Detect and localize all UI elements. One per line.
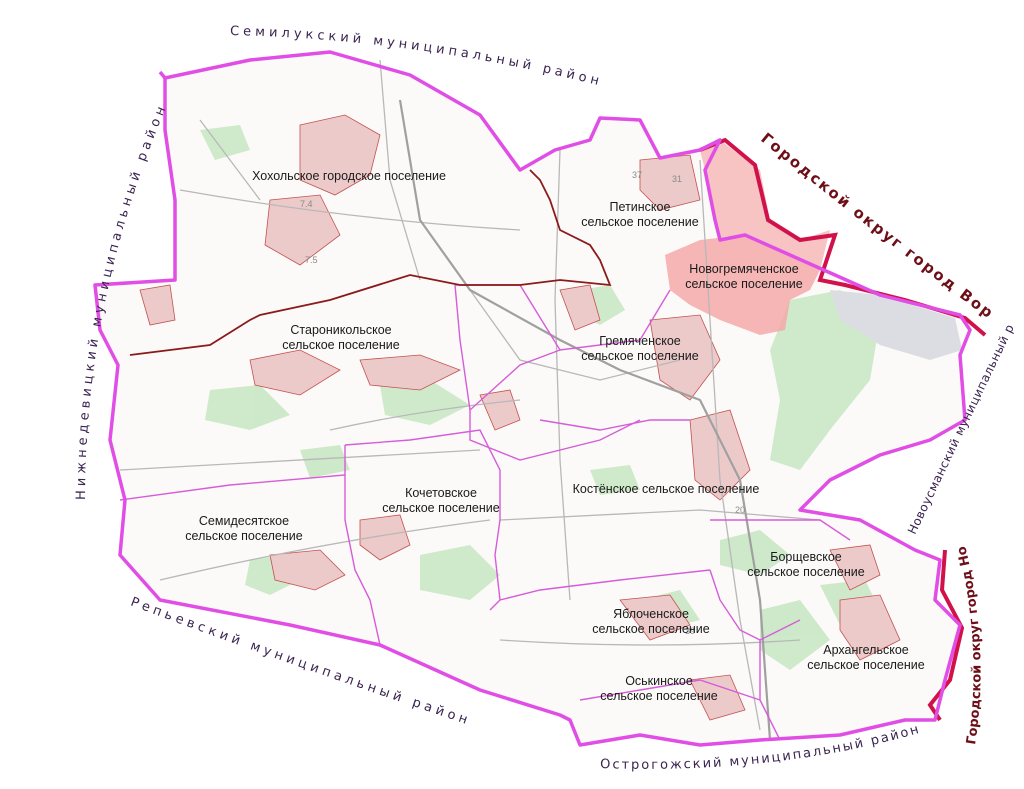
settlement-label-petinskoe-type: сельское поселение [581,215,698,229]
settlement-label-novogremyachenskoe-type: сельское поселение [685,277,802,291]
road-number: 7.5 [305,255,318,265]
settlement-label-borshchevskoe: Борщевское [770,550,842,564]
settlement-label-yablochenskoe: Яблоченское [613,607,689,621]
district-outer-border [93,50,972,747]
settlement-label-novogremyachenskoe: Новогремяченское [689,262,798,276]
built-up-areas [139,114,901,721]
settlement-label-gremyachenskoe-type: сельское поселение [581,349,698,363]
settlement-label-hoholskoe: Хохольское городское поселение [252,169,446,183]
hohol-settlement-border [129,169,612,356]
settlement-label-arhangelskoe: Архангельское [823,643,909,657]
settlement-label-semidesyatskoe: Семидесятское [199,514,289,528]
settlement-labels: Хохольское городское поселение Петинское… [185,169,924,703]
settlement-label-gremyachenskoe: Гремяченское [599,334,681,348]
settlement-label-semidesyatskoe-type: сельское поселение [185,529,302,543]
settlement-label-kochetovskoe-type: сельское поселение [382,501,499,515]
settlement-label-staronikolskoe: Староникольское [290,323,391,337]
road-number: 20 [735,505,745,515]
major-road [398,99,772,741]
road-number: 7.4 [300,199,313,209]
settlement-label-staronikolskoe-type: сельское поселение [282,338,399,352]
settlement-label-yablochenskoe-type: сельское поселение [592,622,709,636]
settlement-label-oskinskoe-type: сельское поселение [600,689,717,703]
novovoronezh-city-border [927,549,965,722]
road-number-labels: 37 31 7.4 7.5 20 39 [300,170,745,636]
settlement-label-arhangelskoe-type: сельское поселение [807,658,924,672]
road-number: 37 [632,170,642,180]
settlement-label-oskinskoe: Оськинское [625,674,693,688]
reservoir-area [830,290,962,360]
settlement-label-borshchevskoe-type: сельское поселение [747,565,864,579]
settlement-label-kochetovskoe: Кочетовское [405,486,477,500]
road-network [119,59,821,731]
settlement-borders [119,284,851,741]
road-number: 39 [685,626,695,636]
district-top-border-extension [158,70,167,80]
settlement-label-kostenskoe: Костёнское сельское поселение [573,482,760,496]
settlement-label-petinskoe: Петинское [610,200,671,214]
road-number: 31 [672,174,682,184]
novogremyachenskoe-highlight [665,235,820,335]
